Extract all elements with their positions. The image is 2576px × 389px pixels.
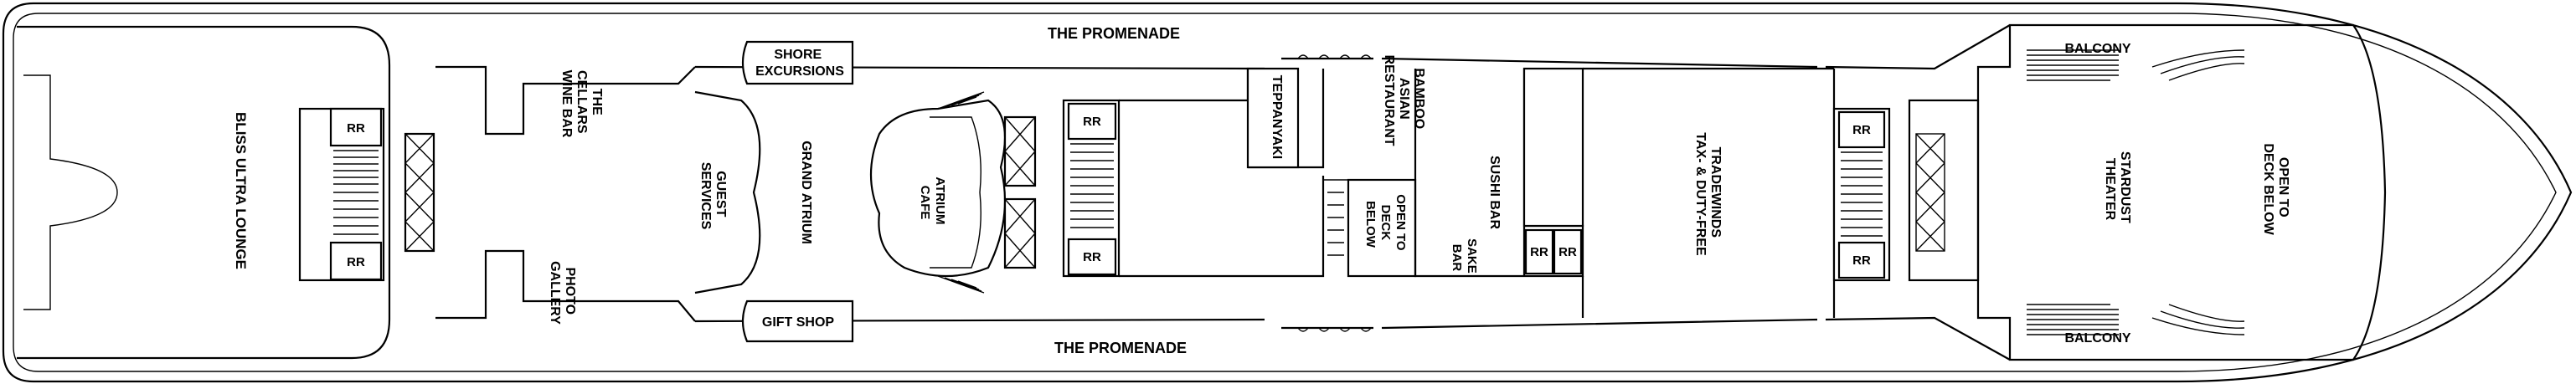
shore-excursions-booth (741, 40, 854, 85)
label-grand-atrium: GRAND ATRIUM (799, 141, 813, 244)
stardust-theater-wall (1976, 23, 2387, 361)
label-atrium-cafe: ATRIUM CAFE (918, 177, 947, 228)
aft-stairs (333, 150, 379, 235)
aft-bar (23, 74, 118, 310)
label-rr-sushi-2: RR (1558, 245, 1577, 259)
mid-restroom-bottom (1067, 238, 1117, 276)
label-tradewinds: TRADEWINDS TAX- & DUTY-FREE (1693, 132, 1723, 256)
fwd-elevator-bank (1908, 99, 1980, 282)
label-promenade-top: THE PROMENADE (1048, 25, 1180, 42)
sushi-restroom-2 (1553, 228, 1583, 275)
label-promenade-bottom: THE PROMENADE (1054, 340, 1187, 356)
fwd-restroom-top (1837, 110, 1886, 149)
hull-outline (2, 2, 2573, 383)
photo-gallery-wall (435, 249, 696, 322)
balcony-top-seating (2027, 49, 2245, 81)
fwd-restroom-bottom (1837, 241, 1886, 279)
sushi-restroom-1 (1524, 228, 1554, 275)
atrium-void (869, 99, 1007, 278)
tradewinds-wall (1581, 67, 1836, 318)
hull-inner-outline (13, 13, 2557, 372)
label-balcony-top: BALCONY (2064, 42, 2130, 56)
promenade-wall-bottom (694, 316, 2011, 361)
atrium-cafe-counter (930, 116, 981, 269)
label-rr-mid-bottom: RR (1083, 250, 1101, 264)
label-shore-excursions: SHORE EXCURSIONS (755, 48, 844, 79)
label-bliss-lounge: BLISS ULTRA LOUNGE (233, 112, 249, 269)
atrium-stairs (937, 91, 985, 294)
label-open-to-deck-below-mid: OPEN TO DECK BELOW (1363, 194, 1408, 253)
label-gift-shop: GIFT SHOP (762, 315, 835, 330)
sushi-bar (1522, 67, 1584, 228)
atrium-elevators-top (1003, 115, 1037, 187)
label-sake-bar: SAKE BAR (1450, 238, 1479, 277)
label-cellars: THE CELLARS WINE BAR (559, 70, 604, 138)
label-guest-services: GUEST SERVICES (698, 162, 728, 230)
mid-stairs (1070, 143, 1114, 228)
bliss-lounge-wall (17, 25, 391, 360)
label-bamboo: BAMBOO ASIAN RESTAURANT (1382, 54, 1426, 146)
mid-restroom-top (1067, 102, 1117, 141)
label-teppanyaki: TEPPANYAKI (1270, 75, 1284, 159)
aft-restroom-bottom (329, 241, 383, 281)
atrium-elevators-bottom (1003, 197, 1037, 269)
label-open-to-deck-below-bow: OPEN TO DECK BELOW (2261, 143, 2290, 235)
promenade-wall-top (694, 24, 2011, 70)
label-rr-sushi-1: RR (1530, 245, 1548, 259)
label-photo-gallery: PHOTO GALLERY (548, 261, 577, 325)
teppanyaki (1246, 67, 1300, 169)
guest-services-counter (694, 90, 761, 294)
label-rr-aft-bottom: RR (347, 255, 365, 269)
aft-elevator-bank (404, 132, 435, 253)
label-stardust-theater: STARDUST THEATER (2103, 151, 2132, 227)
fwd-stairs (1841, 151, 1883, 237)
label-balcony-bottom: BALCONY (2064, 331, 2130, 345)
gift-shop-booth (741, 299, 854, 343)
label-rr-fwd-top: RR (1852, 123, 1871, 137)
label-sushi-bar: SUSHI BAR (1487, 156, 1502, 229)
aft-restroom-top (329, 107, 383, 147)
cellars-wall (435, 65, 696, 136)
balcony-bottom-seating (2027, 304, 2245, 335)
label-rr-fwd-bottom: RR (1852, 253, 1871, 268)
label-rr-aft-top: RR (347, 121, 365, 136)
label-rr-mid-top: RR (1083, 115, 1101, 129)
promenade-window-bumps (1297, 54, 1372, 332)
